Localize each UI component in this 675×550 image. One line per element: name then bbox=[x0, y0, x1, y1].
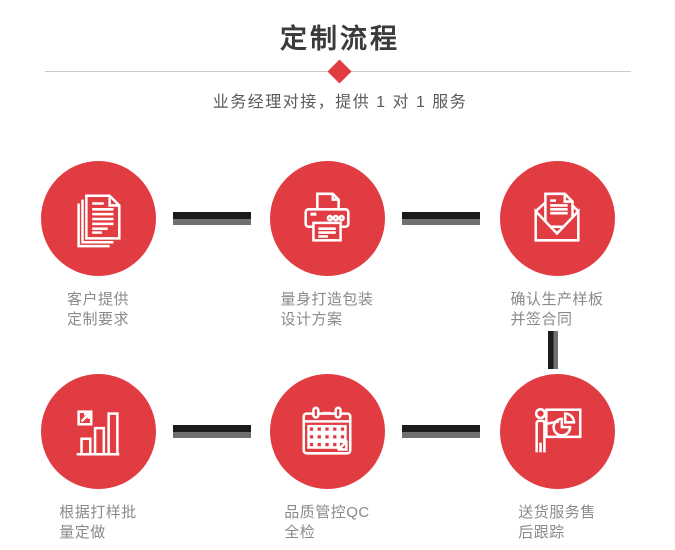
printer-icon bbox=[304, 192, 350, 242]
bar-chart-icon bbox=[76, 409, 120, 456]
page-subtitle: 业务经理对接，提供 1 对 1 服务 bbox=[212, 94, 468, 111]
connector-step2-step3 bbox=[402, 212, 480, 225]
step-3-circle bbox=[499, 161, 615, 276]
connector-step5-step6 bbox=[402, 425, 480, 438]
presentation-icon bbox=[534, 407, 582, 452]
step-3: 确认生产样板 并签合同 bbox=[477, 161, 637, 330]
documents-icon bbox=[77, 193, 121, 247]
step-6-circle bbox=[499, 374, 615, 489]
step-1-circle bbox=[40, 161, 156, 276]
page-title: 定制流程 bbox=[280, 24, 400, 54]
step-4: 根据打样批 量定做 bbox=[18, 374, 178, 543]
step-6-label: 送货服务售 后跟踪 bbox=[518, 504, 596, 541]
step-1: 客户提供 定制要求 bbox=[18, 161, 178, 330]
step-5-label: 品质管控QC 全检 bbox=[284, 504, 370, 541]
step-1-label: 客户提供 定制要求 bbox=[66, 291, 129, 328]
step-5: 品质管控QC 全检 bbox=[247, 374, 407, 543]
connector-step1-step2 bbox=[173, 212, 251, 225]
step-3-label: 确认生产样板 并签合同 bbox=[510, 291, 604, 328]
calendar-icon bbox=[302, 406, 352, 455]
step-2-label: 量身打造包装 设计方案 bbox=[280, 291, 374, 328]
step-5-circle bbox=[269, 374, 385, 489]
diamond-ornament bbox=[327, 59, 352, 84]
step-2: 量身打造包装 设计方案 bbox=[247, 161, 407, 330]
envelope-icon bbox=[534, 192, 580, 242]
connector-step3-step6 bbox=[548, 331, 558, 369]
step-4-circle bbox=[40, 374, 156, 489]
step-2-circle bbox=[269, 161, 385, 276]
step-4-label: 根据打样批 量定做 bbox=[59, 504, 137, 541]
connector-step4-step5 bbox=[173, 425, 251, 438]
step-6: 送货服务售 后跟踪 bbox=[477, 374, 637, 543]
